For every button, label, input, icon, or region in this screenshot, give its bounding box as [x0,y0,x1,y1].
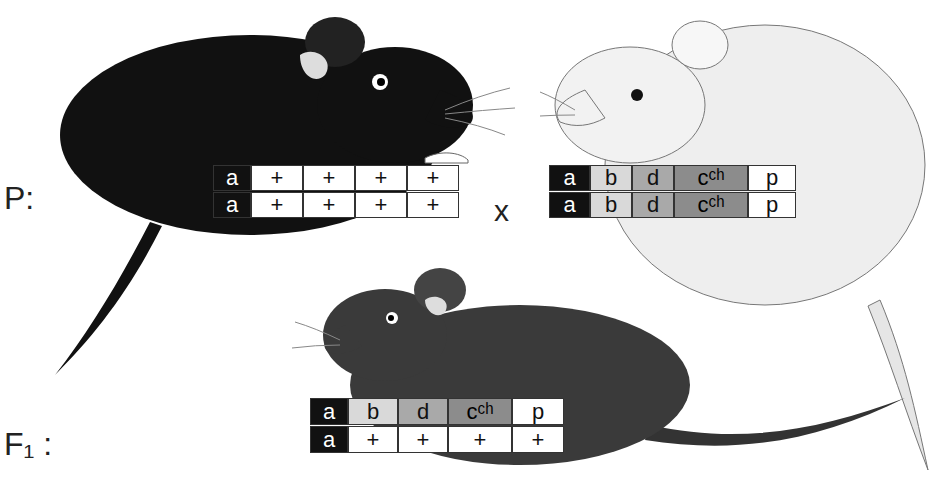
gene-box: a [310,398,348,425]
gene-box: b [590,192,632,218]
whiskers [292,322,340,348]
mouse-eye [631,89,643,101]
mouse-tail [868,300,928,470]
allele-symbol: + [375,167,388,189]
gene-box: + [448,426,512,453]
mouse-ear [672,21,728,69]
allele-symbol: + [474,429,487,451]
gene-box: p [748,192,796,218]
allele-symbol: p [766,194,778,216]
allele-symbol: b [605,167,617,189]
gene-box: d [632,192,674,218]
allele-symbol: a [323,401,335,423]
gene-box: + [355,192,407,218]
allele-symbol: a [226,167,238,189]
gene-box: a [213,165,251,191]
gene-box: d [398,398,448,425]
gene-box: + [303,165,355,191]
allele-symbol: + [271,194,284,216]
gene-box: p [748,165,796,191]
whiskers [445,88,515,135]
generation-label: F₁ : [4,428,52,460]
gene-box: + [251,165,303,191]
allele-symbol: a [563,194,575,216]
allele-symbol: + [427,167,440,189]
allele-symbol: p [532,401,544,423]
allele-symbol: + [367,429,380,451]
mouse-pupil [377,78,385,86]
mouse-head [555,47,705,163]
gene-box: + [407,192,459,218]
mouse-snout [324,325,362,354]
mouse-tail [55,222,162,375]
allele-symbol: b [605,194,617,216]
mouse-snout [557,90,605,125]
whiskers [540,92,575,116]
allele-symbol: d [647,194,659,216]
mouse-eye [372,74,388,90]
gene-box: a [549,192,590,218]
mouse-head [323,289,447,381]
generation-label: P: [4,182,34,214]
gene-box: p [512,398,564,425]
allele-symbol: + [427,194,440,216]
allele-symbol: d [417,401,429,423]
gene-box: cᶜʰ [674,192,748,218]
allele-symbol: + [417,429,430,451]
mouse-eye [386,312,398,324]
allele-symbol: + [375,194,388,216]
allele-symbol: cᶜʰ [466,401,493,423]
allele-symbol: d [647,167,659,189]
gene-box: b [348,398,398,425]
gene-box: a [310,426,348,453]
allele-symbol: cᶜʰ [697,194,724,216]
mouse-paw [425,153,468,163]
allele-symbol: cᶜʰ [697,167,724,189]
gene-box: cᶜʰ [448,398,512,425]
cross-sign: x [494,196,509,226]
ear-patch [425,297,447,315]
gene-box: d [632,165,674,191]
gene-box: + [398,426,448,453]
gene-box: a [549,165,590,191]
gene-box: + [303,192,355,218]
gene-box: + [251,192,303,218]
allele-symbol: a [323,429,335,451]
allele-symbol: + [532,429,545,451]
allele-symbol: b [367,401,379,423]
allele-symbol: + [271,167,284,189]
allele-symbol: + [323,167,336,189]
allele-symbol: + [323,194,336,216]
gene-box: + [348,426,398,453]
gene-box: b [590,165,632,191]
allele-symbol: a [563,167,575,189]
gene-box: + [512,426,564,453]
gene-box: + [407,165,459,191]
gene-box: a [213,192,251,218]
allele-symbol: a [226,194,238,216]
gene-box: + [355,165,407,191]
allele-symbol: p [766,167,778,189]
gene-box: cᶜʰ [674,165,748,191]
ear-patch [300,52,328,79]
mouse-pupil [388,315,394,321]
